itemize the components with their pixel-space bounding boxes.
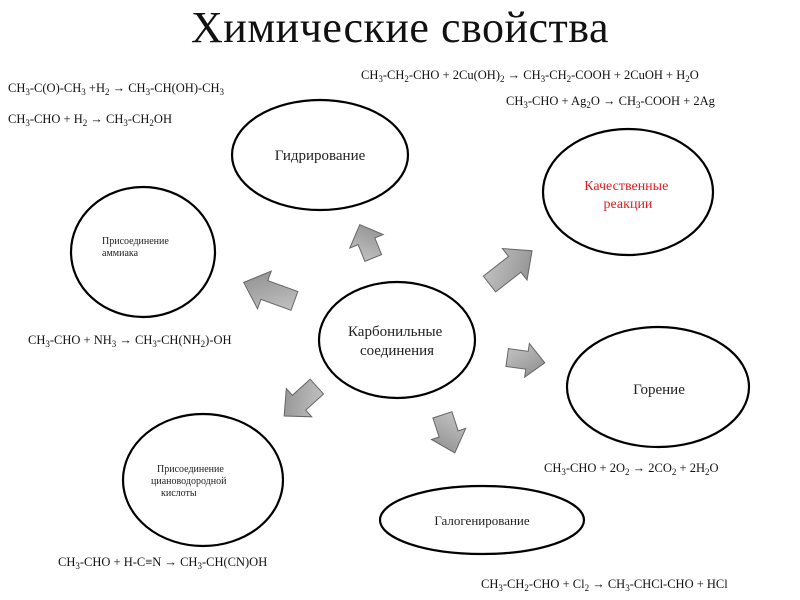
node-qualitative-line-1: Качественные (584, 179, 668, 194)
node-hcn-ellipse (121, 412, 285, 548)
node-hydrogenation-ellipse (230, 98, 410, 212)
node-qualitative-line-2: реакции (604, 197, 653, 212)
arrow-to-hydrogenation (348, 223, 385, 263)
node-center-line-1: Карбонильные (348, 324, 443, 340)
node-ammonia-line-2: аммиака (102, 248, 139, 259)
equation-hydrogenation-ketone: CH3-C(O)-CH3 +H2 → CH3-CH(OH)-CH3 (8, 81, 225, 97)
node-halogenation-line-1: Галогенирование (434, 513, 530, 528)
node-hydrogenation-label: Гидрирование (275, 148, 366, 164)
node-combustion-ellipse (565, 325, 751, 449)
equation-qualitative-copper: CH3-CH2-CHO + 2Cu(OH)2 → CH3-CH2-COOH + … (361, 68, 699, 84)
equation-hydrogenation-aldehyde: CH3-CHO + H2 → CH3-CH2OH (8, 112, 172, 128)
node-qualitative-label: Качественные реакции (584, 179, 672, 212)
node-center-line-2: соединения (360, 343, 434, 359)
node-ammonia-line-1: Присоединение (102, 236, 169, 247)
equation-ammonia: CH3-CHO + NH3 → CH3-CH(NH2)-OH (28, 333, 232, 349)
node-halogenation-ellipse (378, 484, 586, 556)
node-hcn-line-2: циановодородной (151, 476, 227, 487)
node-center-label: Карбонильные соединения (348, 324, 446, 359)
node-hydrogenation-line-1: Гидрирование (275, 148, 366, 164)
node-center-ellipse (317, 280, 477, 400)
equation-combustion: CH3-CHO + 2O2 → 2CO2 + 2H2O (544, 461, 719, 477)
arrow-to-hcn (283, 378, 325, 418)
node-ammonia-ellipse (69, 185, 217, 319)
equation-hcn: CH3-CHO + H-C≡N → CH3-CH(CN)OH (58, 555, 268, 571)
node-qualitative-ellipse (541, 127, 715, 257)
node-combustion-line-1: Горение (633, 382, 685, 398)
node-ammonia-label: Присоединение аммиака (102, 236, 171, 259)
arrow-to-qualitative (482, 247, 533, 293)
node-hcn-line-3: кислоты (161, 488, 197, 499)
node-combustion-label: Горение (633, 382, 685, 398)
node-halogenation-label: Галогенирование (434, 513, 530, 528)
equation-halogenation: CH3-CH2-CHO + Cl2 → CH3-CHCl-CHO + HCl (481, 577, 728, 593)
arrow-to-ammonia (242, 270, 299, 311)
arrow-to-combustion (505, 342, 546, 379)
arrow-to-halogenation (430, 411, 467, 454)
node-hcn-line-1: Присоединение (157, 464, 224, 475)
node-hcn-label: Присоединение циановодородной кислоты (151, 464, 229, 499)
page-title: Химические свойства (191, 3, 609, 52)
equation-qualitative-silver: CH3-CHO + Ag2O → CH3-COOH + 2Ag (506, 94, 715, 110)
